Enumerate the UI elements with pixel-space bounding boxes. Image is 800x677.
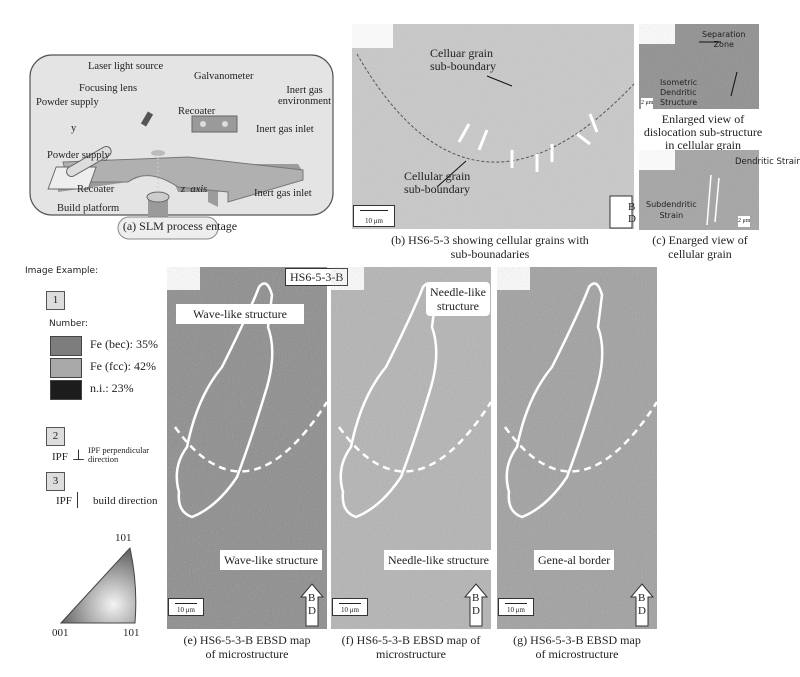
ipf-triangle <box>59 546 137 624</box>
caption-g: (g) HS6-5-3-B EBSD map of microstructure <box>513 633 641 661</box>
bd-b-g: B <box>638 592 646 604</box>
legend-heading: Image Example: <box>25 266 99 276</box>
caption-c-line2: cellular grain <box>668 247 732 261</box>
label-subdendritic-strain: Subdendritic Strain <box>646 200 697 220</box>
scale-bar-e: 10 μm <box>168 598 204 616</box>
parallel-icon <box>77 492 78 508</box>
scale-bar-g: 10 μm <box>498 598 534 616</box>
scale-bar-c-bottom: 2 μm <box>738 216 751 227</box>
grain-outline <box>505 282 604 519</box>
micrograph-b <box>352 24 635 229</box>
caption-f: (f) HS6-5-3-B EBSD map of microstructure <box>341 633 481 661</box>
bd-d-e: D <box>308 605 316 617</box>
bd-d-g: D <box>638 605 646 617</box>
label-isometric-dendritic: Isometric Dendritic Structure <box>660 78 698 107</box>
triangle-top-label: 101 <box>115 532 132 544</box>
caption-b-line1: (b) HS6-5-3 showing cellular grains with <box>391 233 589 247</box>
triangle-left-label: 001 <box>52 627 69 639</box>
melt-pool-boundary <box>173 401 329 473</box>
label-build-platform: Build platform <box>57 203 120 214</box>
bd-b-letter: B <box>628 201 636 213</box>
caption-c-line1: (c) Enarged view of <box>652 233 748 247</box>
label-dendritic-strain: Dendritic Strain <box>735 157 800 167</box>
build-direction-arrow-g <box>629 583 655 627</box>
caption-e: (e) HS6-5-3-B EBSD map of microstructure <box>183 633 311 661</box>
grain-outline <box>339 282 438 519</box>
label-recoater-1: Recoater <box>178 106 216 117</box>
scale-bar-b: 10 μm <box>353 205 395 227</box>
sample-tag: HS6-5-3-B <box>285 268 349 286</box>
caption-a: (a) SLM process entage <box>122 219 238 233</box>
melt-pool-boundary <box>337 401 493 473</box>
grain-outline <box>175 282 274 519</box>
label-celluar-sub-boundary: Celluar grain sub-boundary <box>430 46 496 73</box>
label-inert-inlet-1: Inert gas inlet <box>256 124 314 135</box>
swatch-fe-bcc <box>50 336 82 356</box>
slm-schematic <box>29 54 334 240</box>
perpendicular-icon: ⊥ <box>72 448 86 464</box>
label-powder-supply-2: Powder supply <box>47 150 110 161</box>
label-recoater-2: Recoater <box>77 184 115 195</box>
number-label: Number: <box>49 319 89 329</box>
label-inert-inlet-2: Inert gas inlet <box>254 188 312 199</box>
micrograph-c-top <box>639 24 759 109</box>
bottom-label-g: Gene-al border <box>534 550 615 570</box>
ipf-build-label: IPF <box>56 495 72 507</box>
top-label-f: Needle-like structure <box>426 282 490 316</box>
legend-box-2: 2 <box>46 427 65 446</box>
label-inert-env: Inert gas environment <box>278 85 332 107</box>
label-z-axis: z axis <box>181 184 208 195</box>
bd-d-letter: D <box>628 213 636 225</box>
legend-box-1: 1 <box>46 291 65 310</box>
bd-b-f: B <box>472 592 480 604</box>
caption-c-top: Enlarged view of dislocation sub-structu… <box>643 112 763 152</box>
bd-d-f: D <box>472 605 480 617</box>
ipf-perp-label: IPF <box>52 451 68 463</box>
bd-b-e: B <box>308 592 316 604</box>
micrograph-c-bottom <box>639 150 759 230</box>
label-fe-bcc: Fe (bec): 35% <box>90 337 158 351</box>
ebsd-map-f <box>331 267 493 629</box>
ebsd-map-e <box>167 267 329 629</box>
label-fe-fcc: Fe (fcc): 42% <box>90 359 156 373</box>
melt-pool-boundary <box>503 401 659 473</box>
label-powder-supply-1: Powder supply <box>36 97 99 108</box>
swatch-ni <box>50 380 82 400</box>
scale-bar-c-top: 2 μm <box>641 98 654 109</box>
bottom-label-e: Wave-like structure <box>220 550 322 570</box>
legend-box-3: 3 <box>46 472 65 491</box>
caption-b-line2: sub-bounadaries <box>450 247 530 261</box>
scale-bar-f: 10 μm <box>332 598 368 616</box>
label-y: y <box>71 123 77 134</box>
triangle-right-label: 101 <box>123 627 140 639</box>
label-galvo: Galvanometer <box>194 71 254 82</box>
bottom-label-f: Needle-like structure <box>384 550 493 570</box>
label-laser: Laser light source <box>88 61 164 72</box>
ebsd-map-g <box>497 267 659 629</box>
label-ni: n.i.: 23% <box>90 381 134 395</box>
label-cellular-sub-boundary: Cellular grain sub-boundary <box>404 169 471 196</box>
ipf-perp-desc: IPF perpendicular direction <box>88 445 150 464</box>
build-direction-arrow-e <box>299 583 325 627</box>
label-separation-zone: Separation Zone <box>702 30 746 49</box>
label-lens: Focusing lens <box>79 83 138 94</box>
build-direction-arrow-f <box>463 583 489 627</box>
swatch-fe-fcc <box>50 358 82 378</box>
ipf-build-desc: build direction <box>93 495 158 507</box>
top-label-e: Wave-like structure <box>176 304 304 324</box>
